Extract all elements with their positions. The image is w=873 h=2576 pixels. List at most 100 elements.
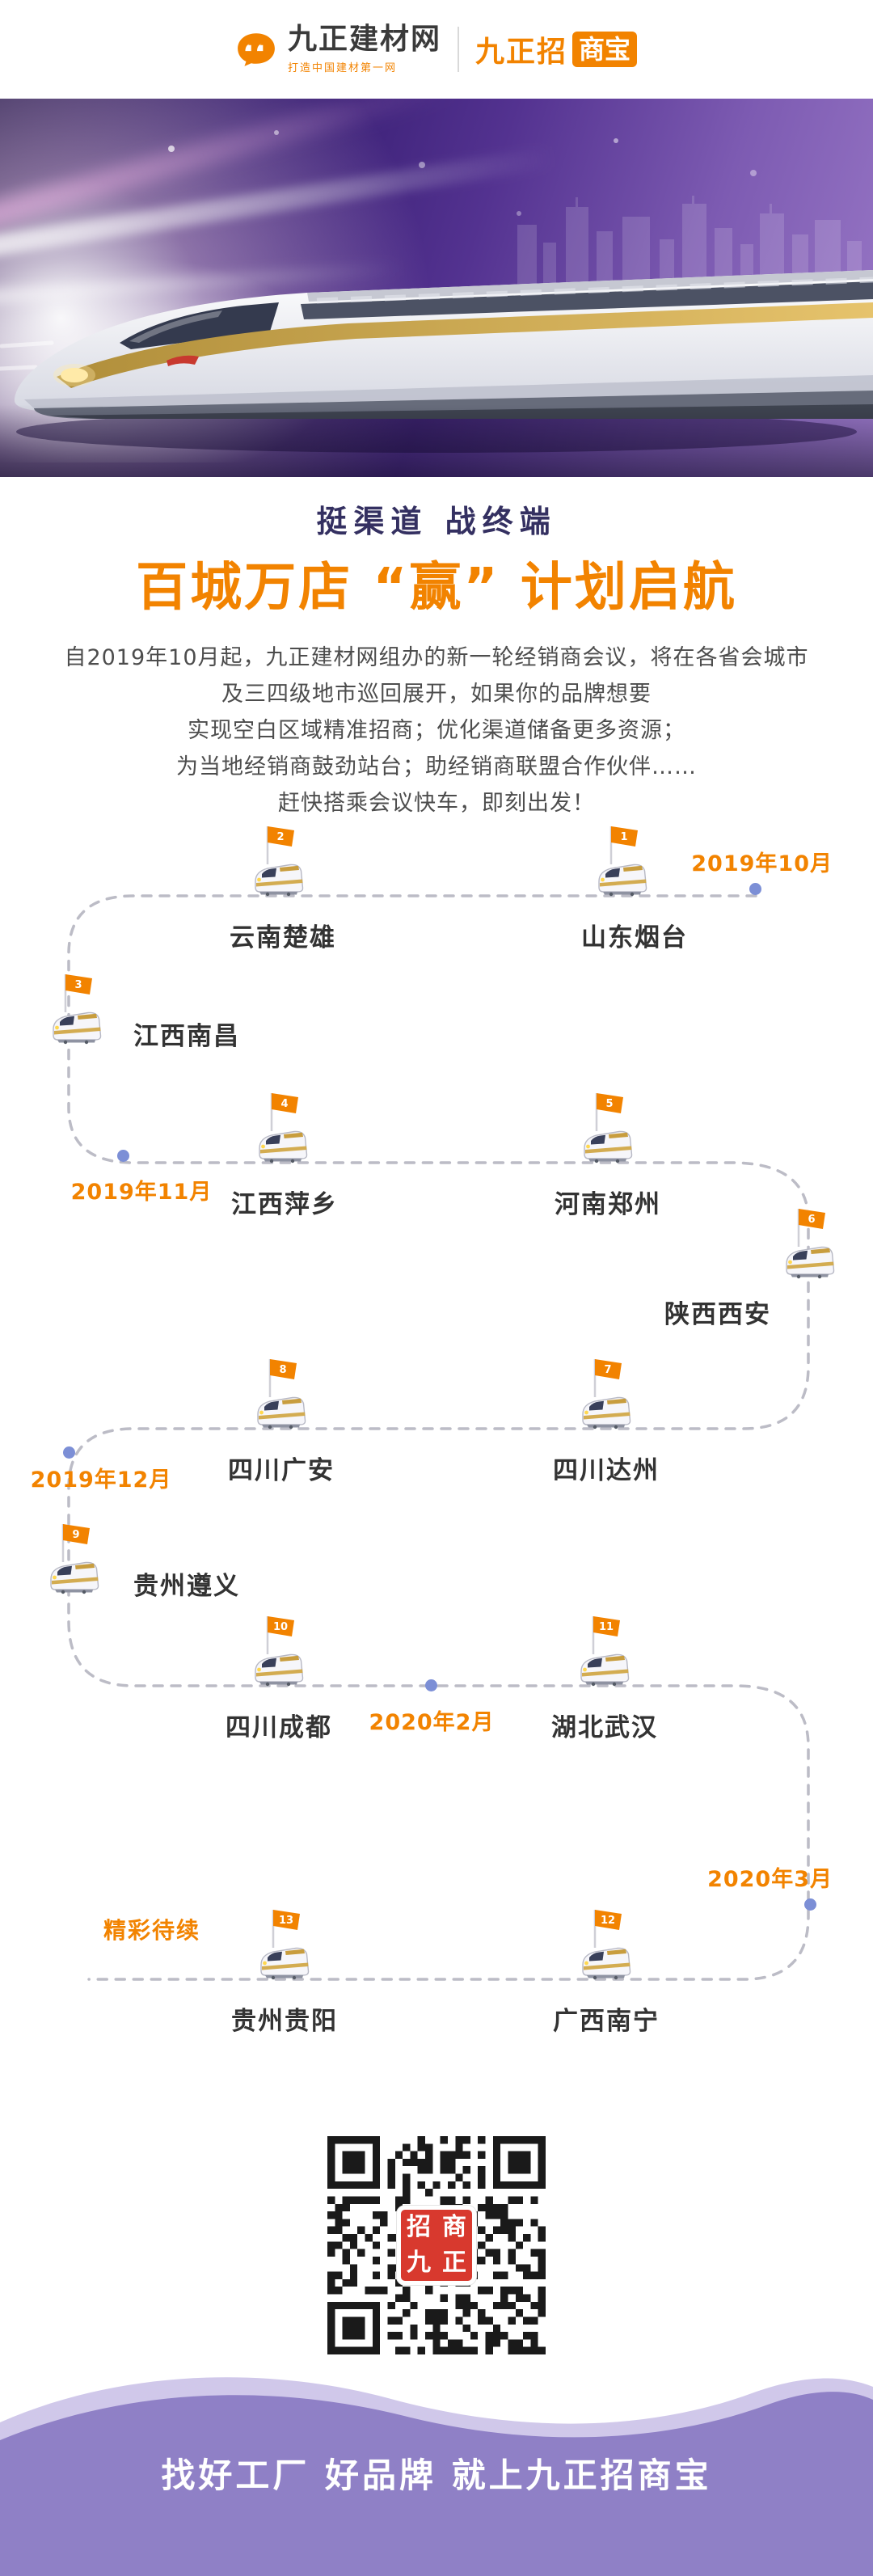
qr-logo-char: 正 [442, 2249, 466, 2277]
city-label: 河南郑州 [555, 1190, 661, 1219]
city-label: 湖北武汉 [551, 1713, 658, 1742]
date-label: 2019年12月 [30, 1467, 172, 1493]
qr-center-logo: 招 商 九 正 [397, 2206, 476, 2285]
route-stop: 6 [782, 1207, 838, 1282]
svg-text:5: 5 [605, 1098, 613, 1110]
date-dot [63, 1446, 75, 1459]
train-icon [582, 1947, 631, 1980]
qr-code: 招 商 九 正 [327, 2136, 546, 2354]
brand-badge: 九正招 商宝 [475, 28, 638, 70]
svg-text:12: 12 [601, 1915, 615, 1927]
train-icon [582, 1396, 631, 1429]
route-stop: 11 [576, 1615, 633, 1689]
stop-flag: 5 [595, 1093, 623, 1131]
route-stop: 13 [256, 1908, 313, 1983]
intro-line: 赶快搭乘会议快车，即刻出发！ [278, 791, 595, 816]
route-stop: 2 [251, 825, 307, 899]
stop-flag: 3 [64, 974, 92, 1012]
stop-flag: 11 [592, 1616, 620, 1654]
stop-flag: 1 [609, 826, 638, 864]
city-label: 江西萍乡 [231, 1190, 338, 1219]
svg-text:3: 3 [74, 979, 82, 991]
stop-flag: 8 [268, 1359, 297, 1397]
train-icon [255, 864, 304, 897]
date-dot [804, 1898, 816, 1911]
route-stop: 7 [578, 1358, 635, 1432]
date-dot [749, 883, 761, 895]
route-stop: 12 [578, 1908, 635, 1983]
stop-flag: 7 [593, 1359, 622, 1397]
qr-logo-char: 商 [442, 2213, 466, 2241]
brand-logo: 九正建材网 打造中国建材第一网 [236, 22, 441, 74]
qr-pattern [327, 2136, 546, 2354]
stop-flag: 9 [61, 1524, 90, 1562]
svg-text:2: 2 [276, 831, 284, 843]
speech-bubble-quote-icon [238, 33, 275, 66]
logo-tagline: 打造中国建材第一网 [287, 61, 397, 74]
footer-slogan: 找好工厂 好品牌 就上九正招商宝 [161, 2456, 712, 2495]
city-label: 江西南昌 [133, 1022, 240, 1051]
date-label: 2020年3月 [707, 1867, 833, 1892]
train-icon [53, 1011, 102, 1045]
footer: 找好工厂 好品牌 就上九正招商宝 [0, 2345, 873, 2576]
intro-line: 为当地经销商鼓劲站台；助经销商联盟合作伙伴…… [176, 754, 697, 779]
qr-logo-char: 招 [407, 2213, 431, 2241]
date-dot [117, 1150, 129, 1162]
route-stop: 10 [251, 1615, 307, 1689]
route-stop: 8 [253, 1358, 310, 1432]
intro-line: 及三四级地市巡回展开，如果你的品牌想要 [221, 682, 652, 707]
date-label: 2019年11月 [70, 1180, 213, 1205]
svg-text:1: 1 [620, 831, 627, 843]
city-label: 陕西西安 [664, 1300, 771, 1329]
route-stop: 4 [255, 1092, 311, 1166]
logo-name: 九正建材网 [287, 22, 441, 56]
city-label: 贵州遵义 [133, 1572, 240, 1601]
train-icon [580, 1653, 630, 1687]
svg-text:13: 13 [279, 1915, 293, 1927]
intro-line: 实现空白区域精准招商；优化渠道储备更多资源； [188, 718, 685, 743]
city-label: 广西南宁 [553, 2007, 660, 2036]
svg-text:10: 10 [273, 1621, 288, 1633]
city-label: 四川成都 [226, 1713, 332, 1742]
intro-line: 自2019年10月起，九正建材网组办的新一轮经销商会议，将在各省会城市 [64, 645, 809, 670]
svg-text:11: 11 [599, 1621, 614, 1633]
city-label: 四川达州 [553, 1456, 660, 1485]
to-be-continued-label: 精彩待续 [103, 1917, 201, 1944]
svg-text:7: 7 [604, 1364, 611, 1376]
train-icon [260, 1947, 310, 1980]
train-icon [255, 1653, 304, 1687]
campaign-slogan: 挺渠道 战终端 [316, 504, 557, 539]
svg-text:6: 6 [808, 1214, 815, 1226]
route-stop: 1 [594, 825, 651, 899]
intro-paragraph: 自2019年10月起，九正建材网组办的新一轮经销商会议，将在各省会城市 及三四级… [0, 640, 873, 821]
train-icon [257, 1396, 306, 1429]
city-label: 山东烟台 [581, 923, 688, 952]
city-label: 贵州贵阳 [231, 2007, 338, 2036]
stop-flag: 10 [266, 1616, 294, 1654]
date-label: 2019年10月 [691, 851, 833, 876]
date-label: 2020年2月 [369, 1710, 495, 1735]
header-divider [457, 27, 459, 72]
route-stop: 3 [48, 973, 105, 1047]
intro-section: 挺渠道 战终端 百城万店 “赢” 计划启航 自2019年10月起，九正建材网组办… [0, 477, 873, 821]
svg-text:4: 4 [280, 1098, 288, 1110]
stop-flag: 4 [270, 1093, 298, 1131]
stop-flag: 6 [797, 1209, 825, 1247]
route-stop: 5 [580, 1092, 636, 1166]
train-icon [50, 1561, 99, 1594]
svg-text:8: 8 [279, 1364, 286, 1376]
route-dashed-path [67, 894, 810, 1981]
hero-banner [0, 99, 873, 477]
stop-flag: 2 [266, 826, 294, 864]
route-stop: 9 [46, 1522, 103, 1597]
city-label: 云南楚雄 [230, 923, 336, 952]
stop-flag: 13 [272, 1910, 300, 1948]
footer-wave [0, 2377, 873, 2576]
svg-text:9: 9 [72, 1529, 79, 1541]
qr-logo-char: 九 [407, 2249, 431, 2277]
stop-flag: 12 [593, 1910, 622, 1948]
date-dot [425, 1679, 437, 1691]
train-icon [584, 1130, 633, 1163]
train-icon [259, 1130, 308, 1163]
